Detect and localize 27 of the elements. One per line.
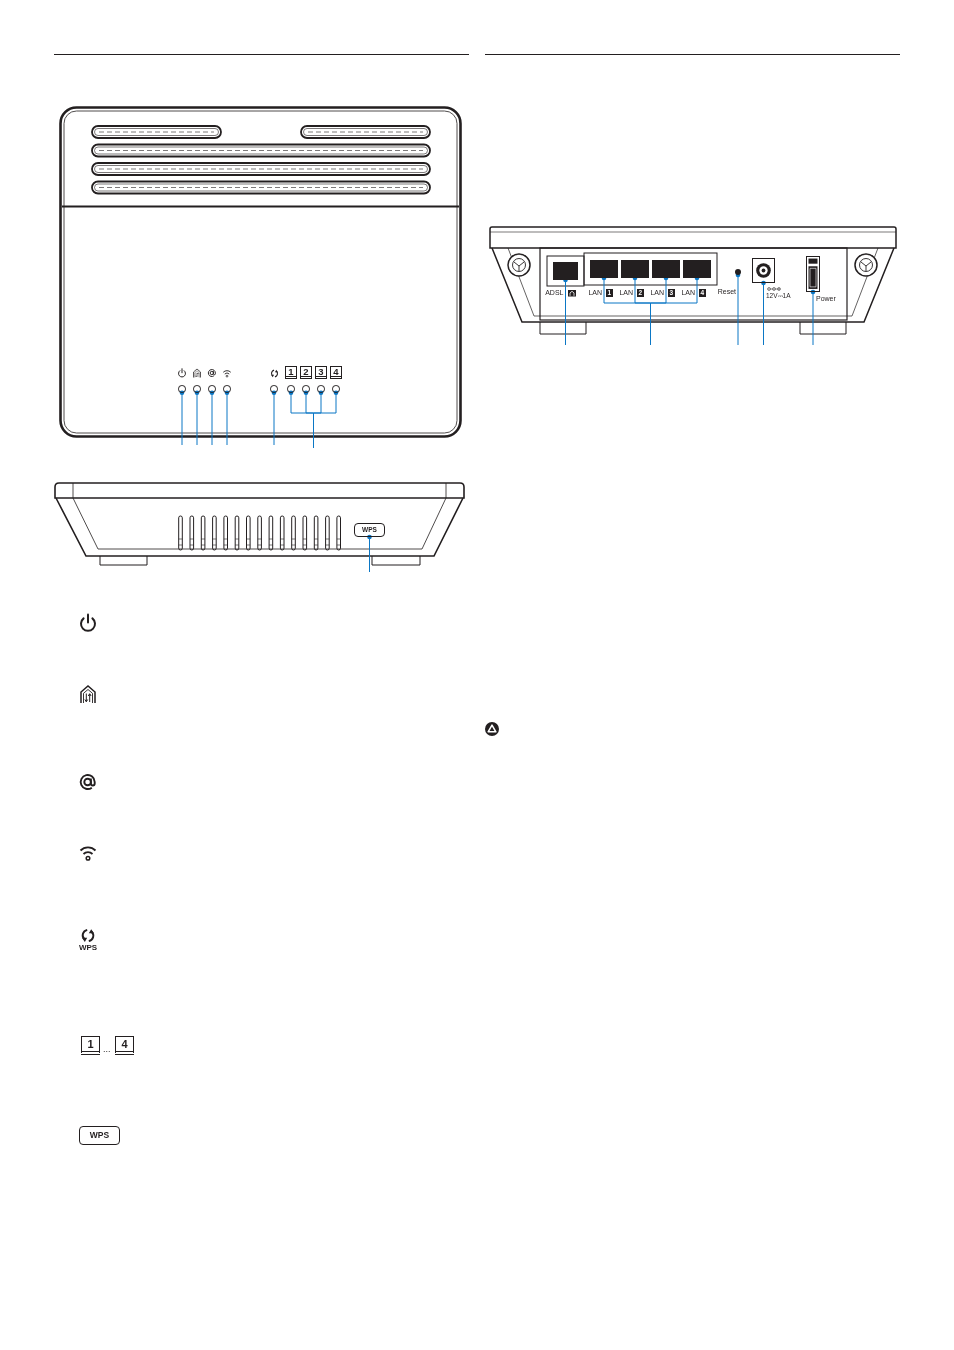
ellipsis-text: ... bbox=[103, 1045, 111, 1054]
lan-port bbox=[621, 260, 649, 278]
lan-number-box: 1 bbox=[285, 366, 297, 379]
leader-line bbox=[209, 390, 215, 446]
reset-hole bbox=[735, 269, 741, 275]
icon-caption: WPS bbox=[78, 944, 98, 952]
leader-line bbox=[194, 390, 200, 446]
leader-line bbox=[761, 280, 766, 346]
leader-line bbox=[810, 289, 816, 346]
lan-number-box: 4 bbox=[115, 1036, 134, 1055]
lan-number-box: 3 bbox=[315, 366, 327, 379]
adsl-port bbox=[553, 262, 578, 280]
leader-line bbox=[179, 390, 185, 446]
lan-port bbox=[590, 260, 618, 278]
power-jack bbox=[752, 258, 775, 283]
lan-port bbox=[683, 260, 711, 278]
leader-line bbox=[224, 390, 230, 446]
leader-line bbox=[271, 390, 277, 446]
power-switch bbox=[806, 256, 820, 292]
leader-line bbox=[367, 534, 372, 573]
wps-button: WPS bbox=[79, 1126, 120, 1145]
lan-port bbox=[652, 260, 680, 278]
leader-line bbox=[735, 272, 741, 346]
lan-number-box: 1 bbox=[81, 1036, 100, 1055]
lan-number-box: 2 bbox=[300, 366, 312, 379]
leader-line bbox=[313, 390, 339, 449]
lan-number-box: 4 bbox=[330, 366, 342, 379]
